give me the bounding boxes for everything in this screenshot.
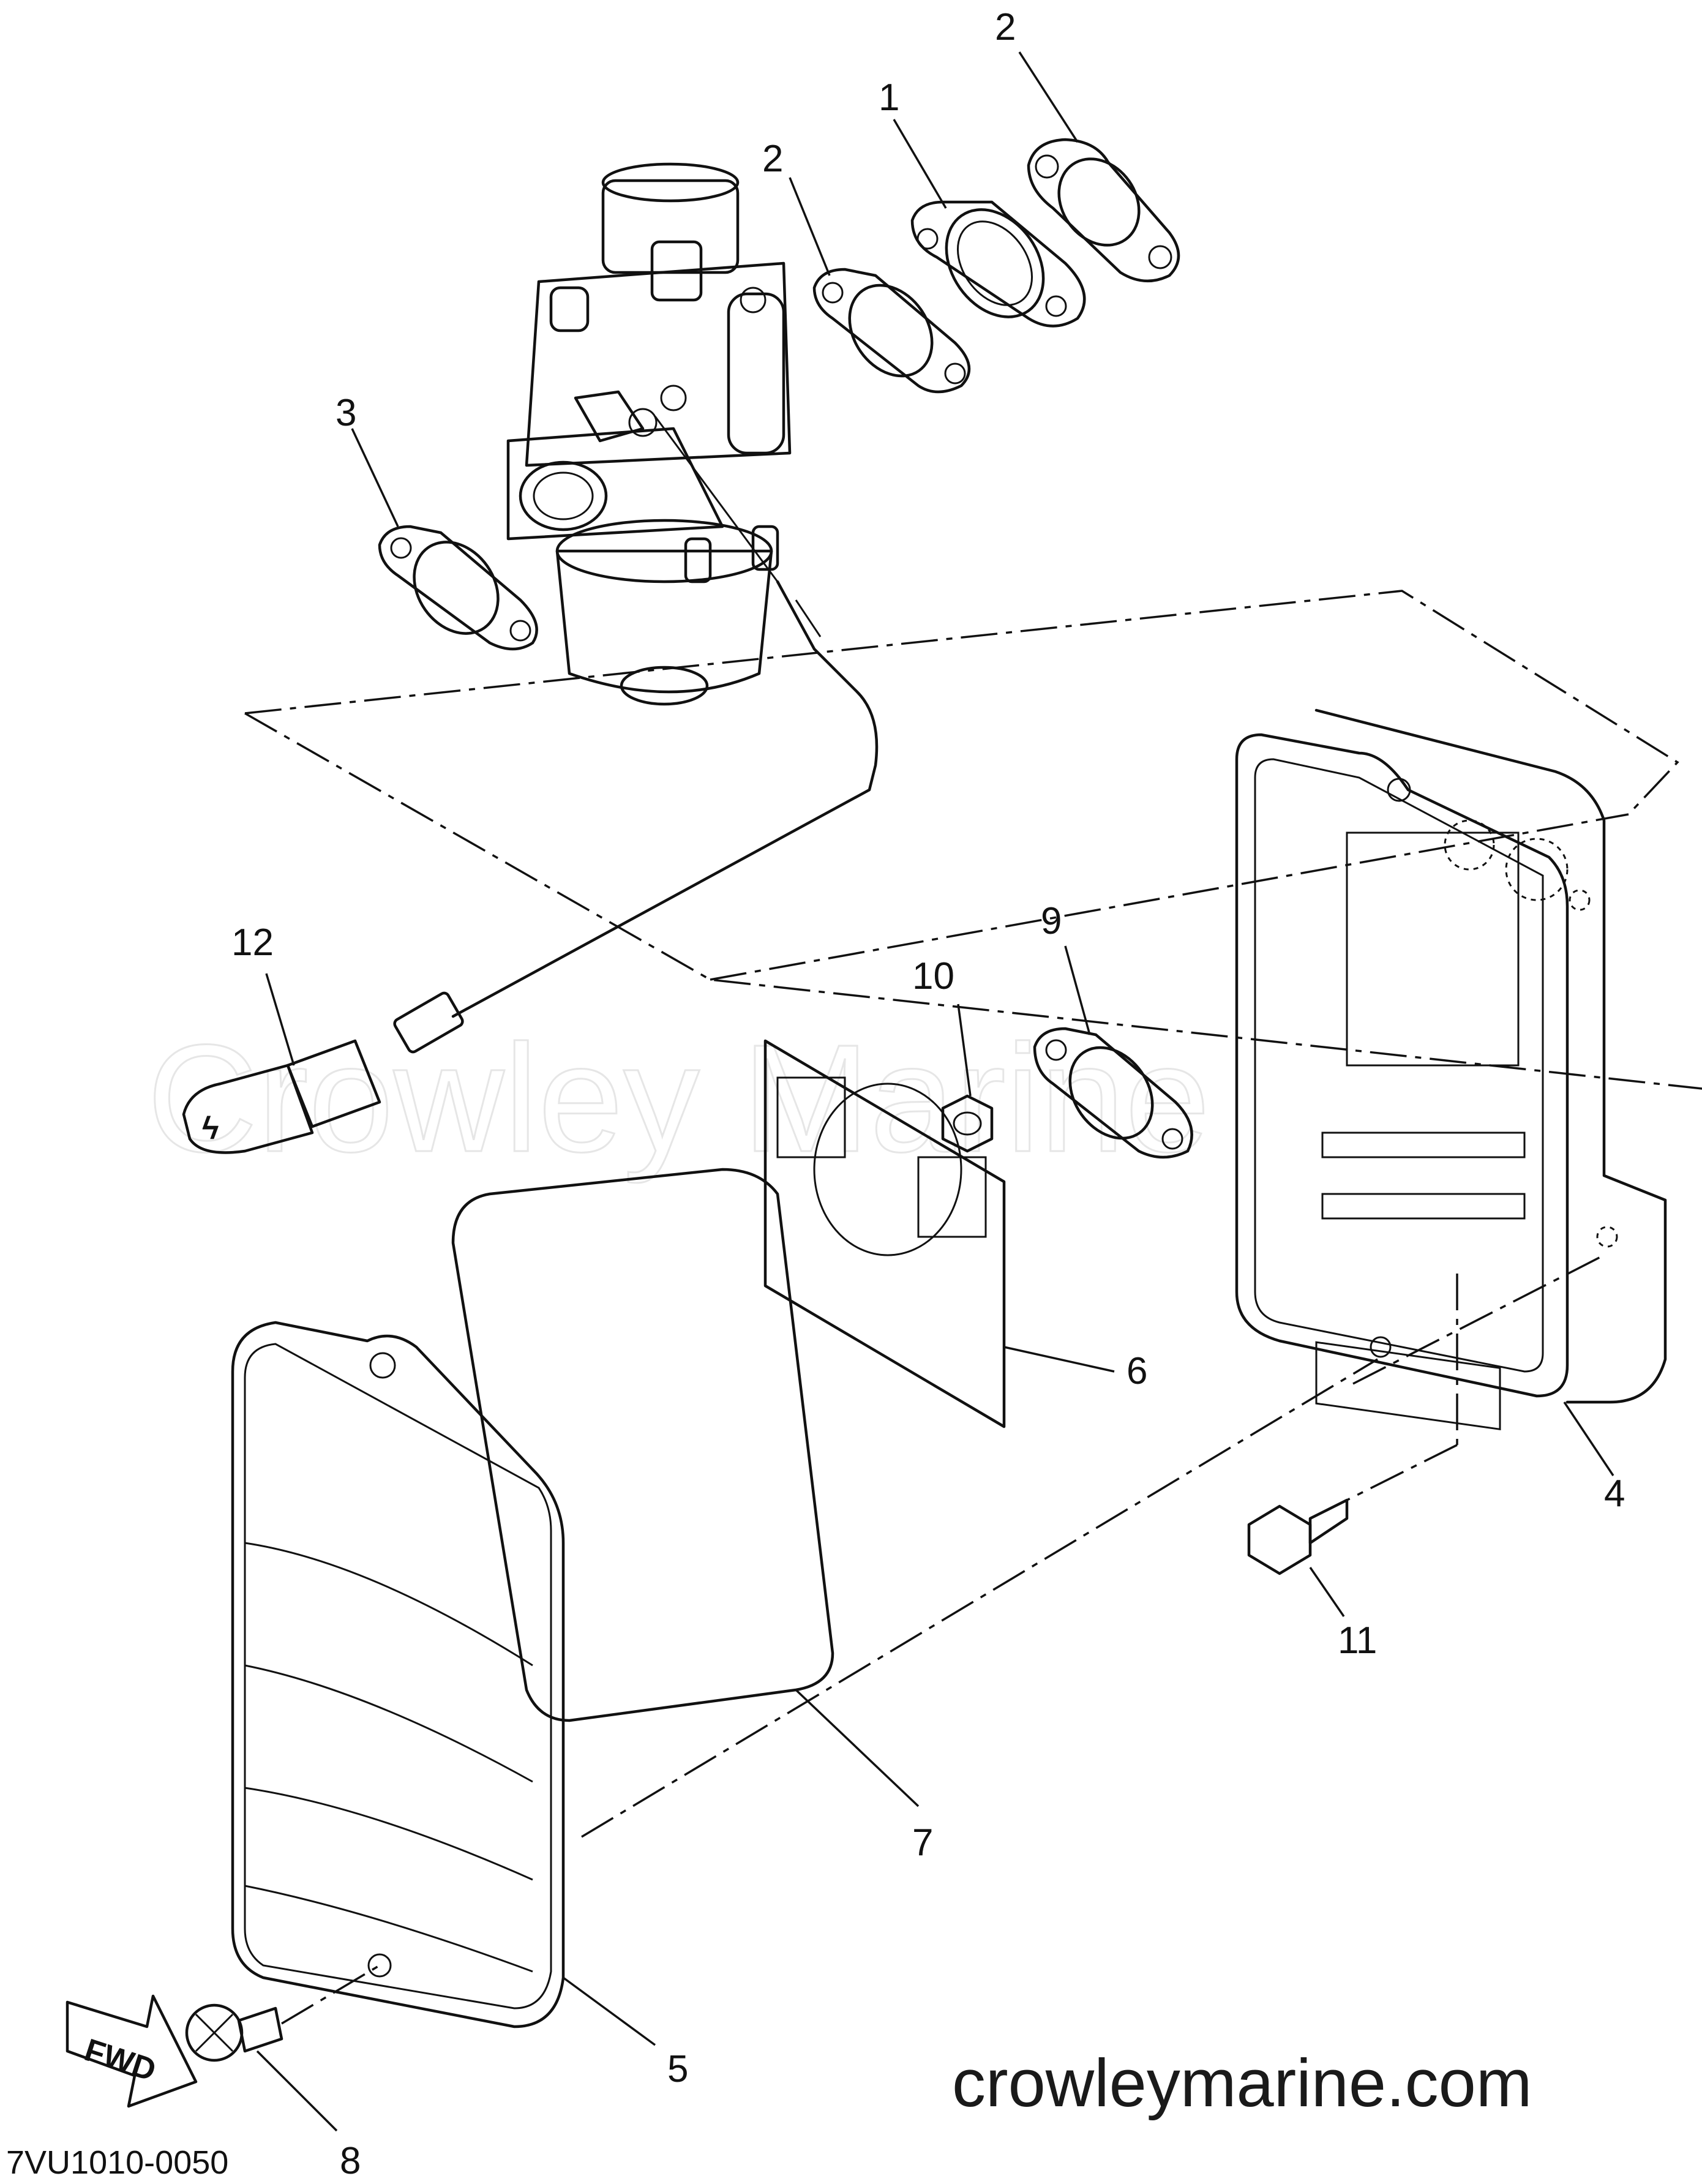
assembly-guide-lines (244, 590, 1702, 1838)
watermark: Crowley Marine (147, 1013, 1210, 1184)
diagram-code: 7VU1010-0050 (6, 2144, 228, 2181)
site-url: crowleymarine.com (952, 2046, 1532, 2121)
callout-10: 10 (912, 955, 954, 997)
callout-3: 3 (336, 392, 356, 434)
element-7 (451, 1168, 834, 1722)
gasket-2-upper (1027, 138, 1180, 283)
callout-11: 11 (1338, 1619, 1377, 1662)
leader-lines (256, 51, 1614, 2132)
callout-12: 12 (231, 921, 274, 964)
nut-10 (941, 1094, 994, 1153)
callout-5: 5 (667, 2048, 688, 2090)
callout-8: 8 (340, 2140, 361, 2182)
carburetor (506, 162, 792, 706)
fwd-arrow-label: FWD (80, 2032, 160, 2088)
air-filter-cover-5 (231, 1321, 565, 2028)
callout-2-lower: 2 (762, 138, 783, 180)
callout-2-upper: 2 (995, 6, 1016, 48)
throttle-cable-12: ϟ (182, 580, 879, 1154)
callout-6: 6 (1127, 1350, 1147, 1392)
knob-symbol-icon: ϟ (202, 1111, 219, 1146)
gasket-2-lower (812, 268, 971, 394)
gasket-3 (378, 525, 538, 651)
fwd-direction-arrow: FWD (66, 1994, 198, 2108)
element-holder-6 (763, 1039, 1006, 1428)
callout-1: 1 (879, 77, 899, 119)
callout-7: 7 (912, 1822, 933, 1864)
callout-4: 4 (1604, 1473, 1625, 1515)
insulator-1 (910, 200, 1086, 328)
callout-9: 9 (1041, 900, 1062, 942)
screw-8 (185, 1964, 380, 2062)
gasket-9 (1033, 1027, 1193, 1159)
air-filter-case-4 (1235, 708, 1667, 1431)
bolt-11 (1247, 1498, 1349, 1575)
